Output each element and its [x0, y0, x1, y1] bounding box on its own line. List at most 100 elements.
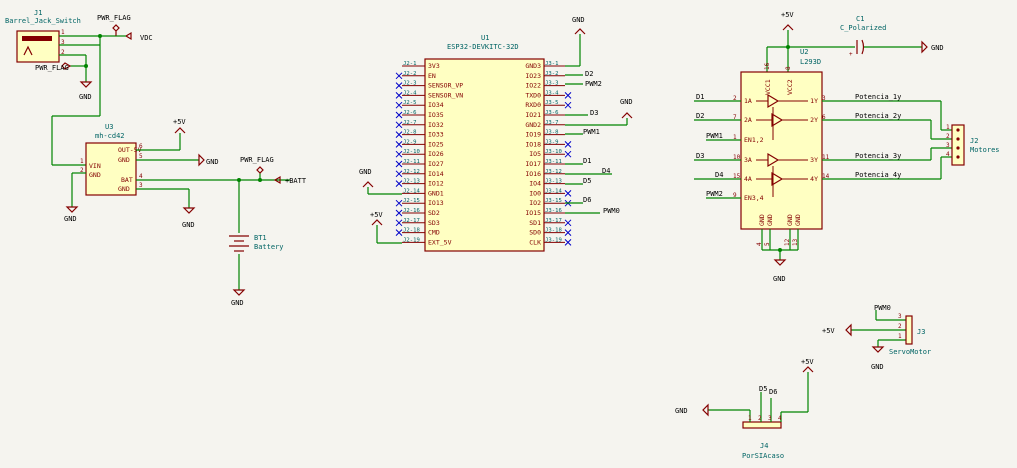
u2-bottom-pin-name: GND — [766, 214, 774, 226]
schematic-graphic — [861, 39, 865, 55]
u1-left-pin-name: SENSOR_VN — [428, 91, 463, 99]
u1-left-pin-name: SD3 — [428, 219, 440, 227]
u1-left-pin-num: J2-14 — [403, 188, 420, 194]
u1-right-pin-num: J3-5 — [545, 100, 558, 106]
schematic-graphic — [174, 127, 186, 134]
u2-left-pin-name: EN3,4 — [744, 194, 764, 202]
j4-pin-2: 2 — [758, 415, 762, 422]
j3-ref: J3 — [917, 328, 925, 336]
pwr-flag-label-3: PWR_FLAG — [240, 156, 274, 164]
u2-pin-16: 16 — [764, 62, 771, 70]
schematic-graphic — [22, 36, 52, 41]
j1-ref: J1 — [34, 9, 42, 17]
gnd-label-u1-top: GND — [572, 16, 585, 24]
u3-pin-2: 2 — [80, 167, 84, 174]
net-pwm0-esp: PWM0 — [603, 207, 620, 215]
j2-ref: J2 — [970, 137, 978, 145]
u3-pin-gnd3: GND — [118, 185, 130, 193]
no-connect-marker — [395, 150, 403, 158]
u1-left-pin-num: J2-4 — [403, 90, 417, 96]
u1-value: ESP32-DEVKITC-32D — [447, 43, 519, 51]
u1-left-pin-num: J2-10 — [403, 149, 420, 155]
connector-j4[interactable]: GND D5 D6 +5V 1 2 3 4 J4 PorSIAcaso — [675, 358, 814, 460]
u2-left-pin-name: 4A — [744, 175, 752, 183]
u2-right-pin-name: 2Y — [810, 116, 818, 124]
connector-j2-motores[interactable]: 1 2 3 4 J2 Motores — [946, 124, 1000, 166]
u2-left-pin-num: 10 — [733, 154, 741, 161]
u1-right-pin-name: TXD0 — [525, 91, 541, 99]
battery-bt1[interactable]: BT1 Battery GND — [229, 180, 284, 307]
no-connect-marker — [395, 121, 403, 129]
u2-left-pin-num: 2 — [733, 95, 737, 102]
schematic-graphic — [424, 58, 545, 252]
j4-value: PorSIAcaso — [742, 452, 784, 460]
u1-ref: U1 — [481, 34, 489, 42]
schematic-graphic — [124, 31, 132, 41]
schematic-graphic — [778, 248, 782, 252]
gnd-label-u3-left: GND — [64, 215, 77, 223]
u1-right-pin-name: IO0 — [529, 189, 541, 197]
net-d5-j4: D5 — [759, 385, 767, 393]
p5v-label-u1: +5V — [370, 211, 383, 219]
no-connect-marker — [564, 219, 572, 227]
j2-pin-1: 1 — [946, 124, 950, 131]
j3-pin-1: 1 — [898, 333, 902, 340]
u1-left-pin-name: GND1 — [428, 189, 444, 197]
pwr-flag-j1-gnd: PWR_FLAG — [35, 62, 72, 72]
u3-pin-6: 6 — [139, 143, 143, 150]
u1-right-pin-num: J3-6 — [545, 110, 558, 116]
schematic-graphic — [905, 315, 913, 345]
u1-right-pin-name: IO5 — [529, 150, 541, 158]
u3-pin-out5v: OUT-5V — [118, 146, 142, 154]
barrel-jack-j1[interactable]: J1 Barrel_Jack_Switch 1 3 2 — [5, 9, 102, 82]
p5v-label-j3: +5V — [822, 327, 835, 335]
no-connect-marker — [564, 101, 572, 109]
u2-pin-vcc2: VCC2 — [786, 79, 794, 95]
charger-module-u3[interactable]: U3 mh-cd42 VIN GND 1 2 OUT-5V GND BAT GN… — [80, 123, 143, 196]
no-connect-marker — [395, 82, 403, 89]
no-connect-marker — [564, 150, 572, 158]
capacitor-c1[interactable]: + C1 C_Polarized GND — [767, 15, 944, 58]
u1-right-pin-name: CLK — [529, 238, 541, 246]
schematic-graphic — [951, 124, 965, 166]
no-connect-marker — [564, 239, 572, 246]
pwr-flag-vdc: PWR_FLAG VDC — [97, 14, 153, 42]
u1-right-pin-num: J3-10 — [545, 149, 562, 155]
schematic-graphic — [112, 24, 120, 36]
u1-left-pin-name: IO25 — [428, 140, 444, 148]
connector-j3-servo[interactable]: PWM0 +5V GND 3 2 1 J3 ServoMotor — [822, 304, 931, 371]
u1-left-pin-num: J2-12 — [403, 169, 420, 175]
u2-right-pin-name: 1Y — [810, 97, 818, 105]
u3-pin-4: 4 — [139, 173, 143, 180]
u1-left-pin-name: IO33 — [428, 131, 444, 139]
u2-pin-vcc1: VCC1 — [764, 79, 772, 95]
u1-left-pin-name: IO12 — [428, 180, 444, 188]
net-d1-esp: D1 — [583, 157, 591, 165]
u1-right-pins: J3-1GND3J3-2IO23J3-3IO22J3-4TXD0J3-5RXD0… — [525, 61, 572, 246]
gnd-symbol-j1: GND — [79, 81, 93, 101]
net-pwm2-u2: PWM2 — [706, 190, 723, 198]
u2-left-pin-num: 7 — [733, 114, 737, 121]
u1-left-pin-num: J2-5 — [403, 100, 416, 106]
u2-left-pin-name: 3A — [744, 156, 752, 164]
u1-right-pin-name: IO17 — [525, 160, 541, 168]
net-pot2: Potencia_2y — [855, 112, 901, 120]
u1-left-pin-num: J2-9 — [403, 139, 416, 145]
j2-value: Motores — [970, 146, 1000, 154]
u1-left-pin-num: J2-8 — [403, 130, 417, 136]
u2-bottom-pin-num: 13 — [792, 238, 799, 246]
u1-right-pin-num: J3-15 — [545, 198, 562, 204]
u2-left-pin-num: 15 — [733, 173, 741, 180]
u1-left-pin-name: IO35 — [428, 111, 444, 119]
schematic-graphic — [85, 142, 137, 196]
u2-bottom-pin-num: 5 — [764, 242, 771, 246]
u1-right-pin-name: SD0 — [529, 229, 541, 237]
u2-left-pin-name: 1A — [744, 97, 752, 105]
gnd-label-c1: GND — [931, 44, 944, 52]
